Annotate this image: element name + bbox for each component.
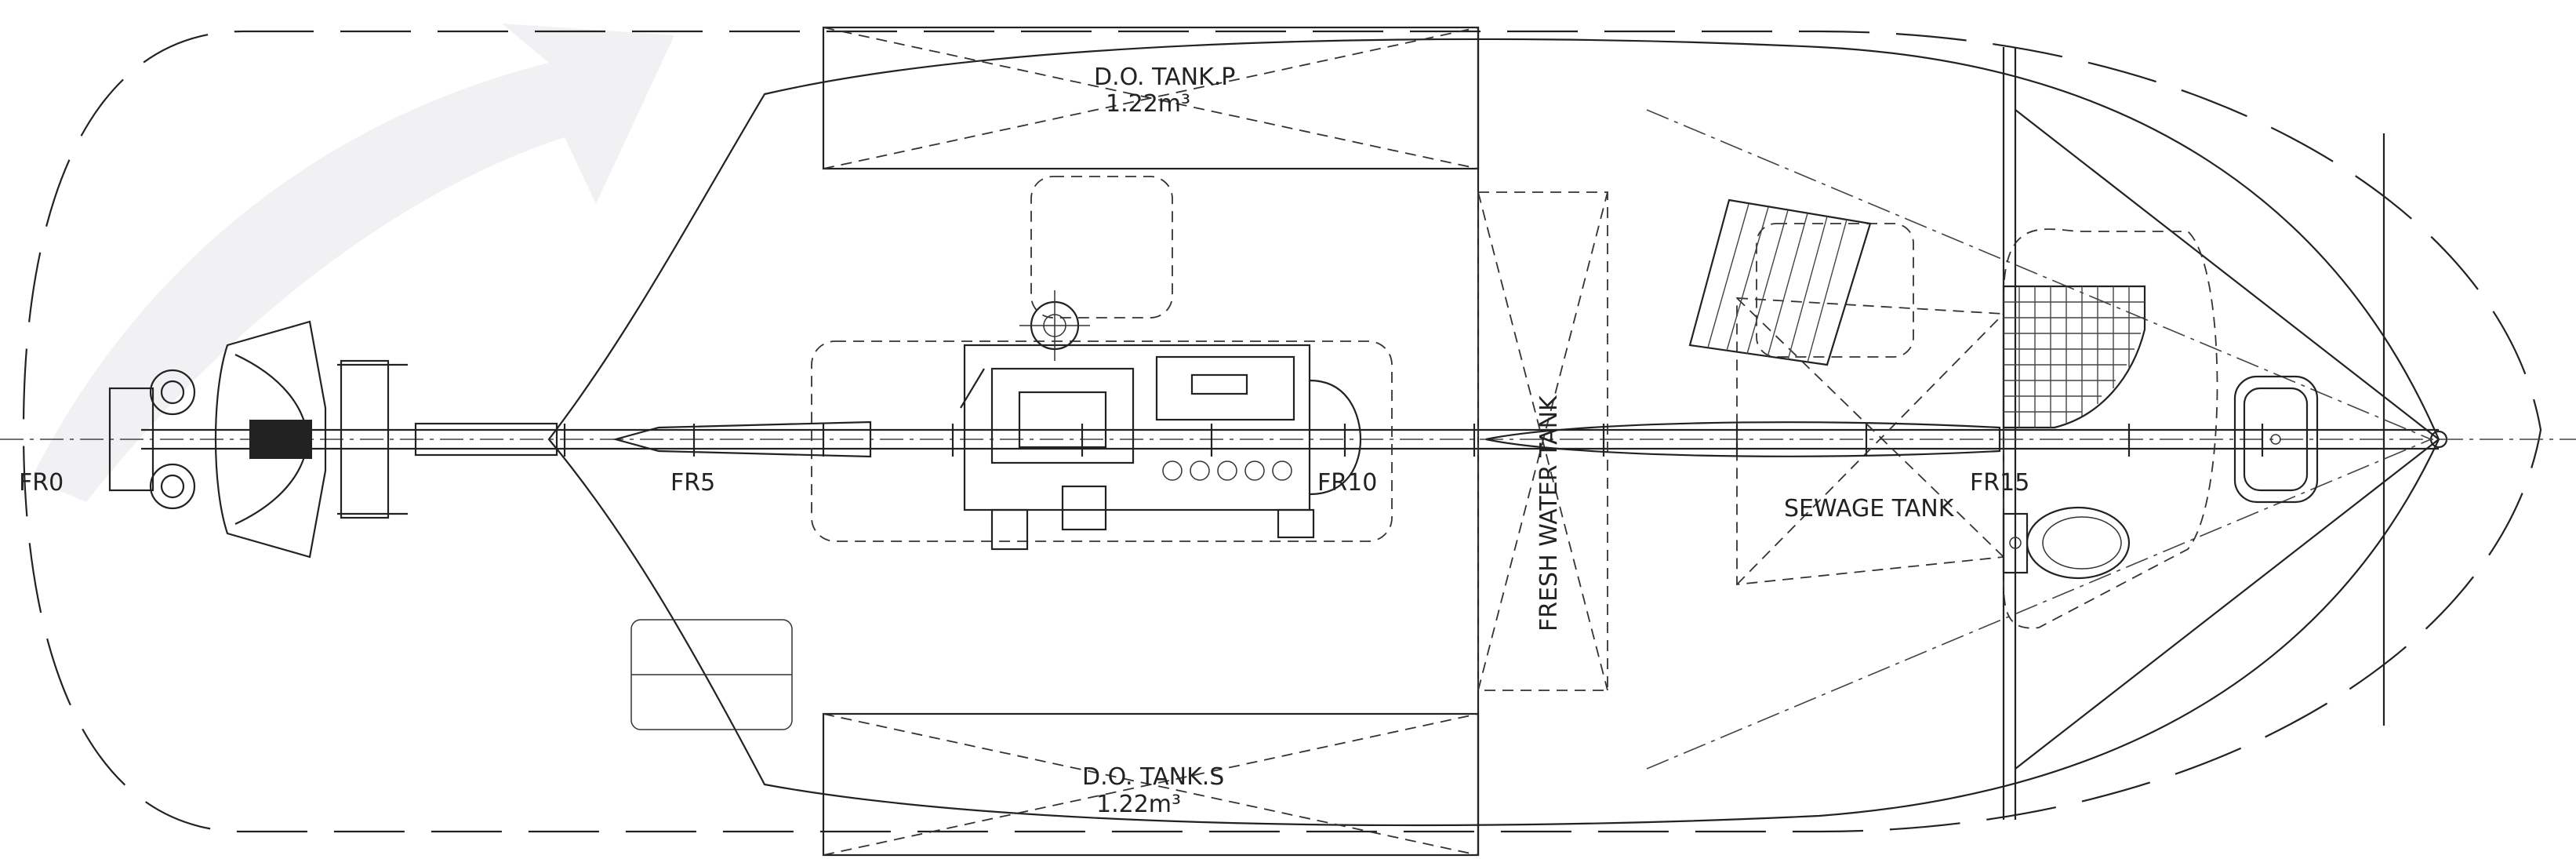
do-tank-s-name: D.O. TANK.S — [1082, 763, 1224, 791]
hatch-icon — [2002, 228, 2218, 629]
frame-label-fr15: FR15 — [1970, 469, 2029, 497]
fresh-water-tank: FRESH WATER TANK — [1477, 27, 1608, 855]
engine-room-areas — [630, 176, 1393, 730]
propeller-icon — [108, 320, 558, 559]
centerline — [0, 428, 2576, 450]
do-tank-s-volume: 1.22m³ — [1096, 791, 1181, 818]
hull-outline — [547, 38, 2440, 827]
do-tank-port: D.O. TANK.P 1.22m³ — [822, 26, 1480, 170]
do-tank-p-name: D.O. TANK.P — [1094, 64, 1235, 91]
bow-hatch — [2233, 375, 2319, 504]
do-tank-starboard: D.O. TANK.S 1.22m³ — [822, 712, 1480, 857]
do-tank-p-volume: 1.22m³ — [1106, 90, 1190, 118]
frame-ticks — [563, 424, 2264, 457]
fresh-water-tank-label: FRESH WATER TANK — [1535, 395, 1563, 632]
outer-dashed-outline — [22, 30, 2542, 833]
stairs-icon — [1688, 198, 1914, 366]
sewage-tank: SEWAGE TANK — [1736, 297, 2004, 585]
toilet-icon — [2002, 506, 2131, 580]
frame-label-fr0: FR0 — [19, 469, 64, 497]
frame-label-fr5: FR5 — [670, 469, 715, 497]
engine-icon — [960, 290, 1362, 551]
shaft-casing — [612, 420, 2001, 458]
sewage-tank-label: SEWAGE TANK — [1784, 495, 1955, 522]
